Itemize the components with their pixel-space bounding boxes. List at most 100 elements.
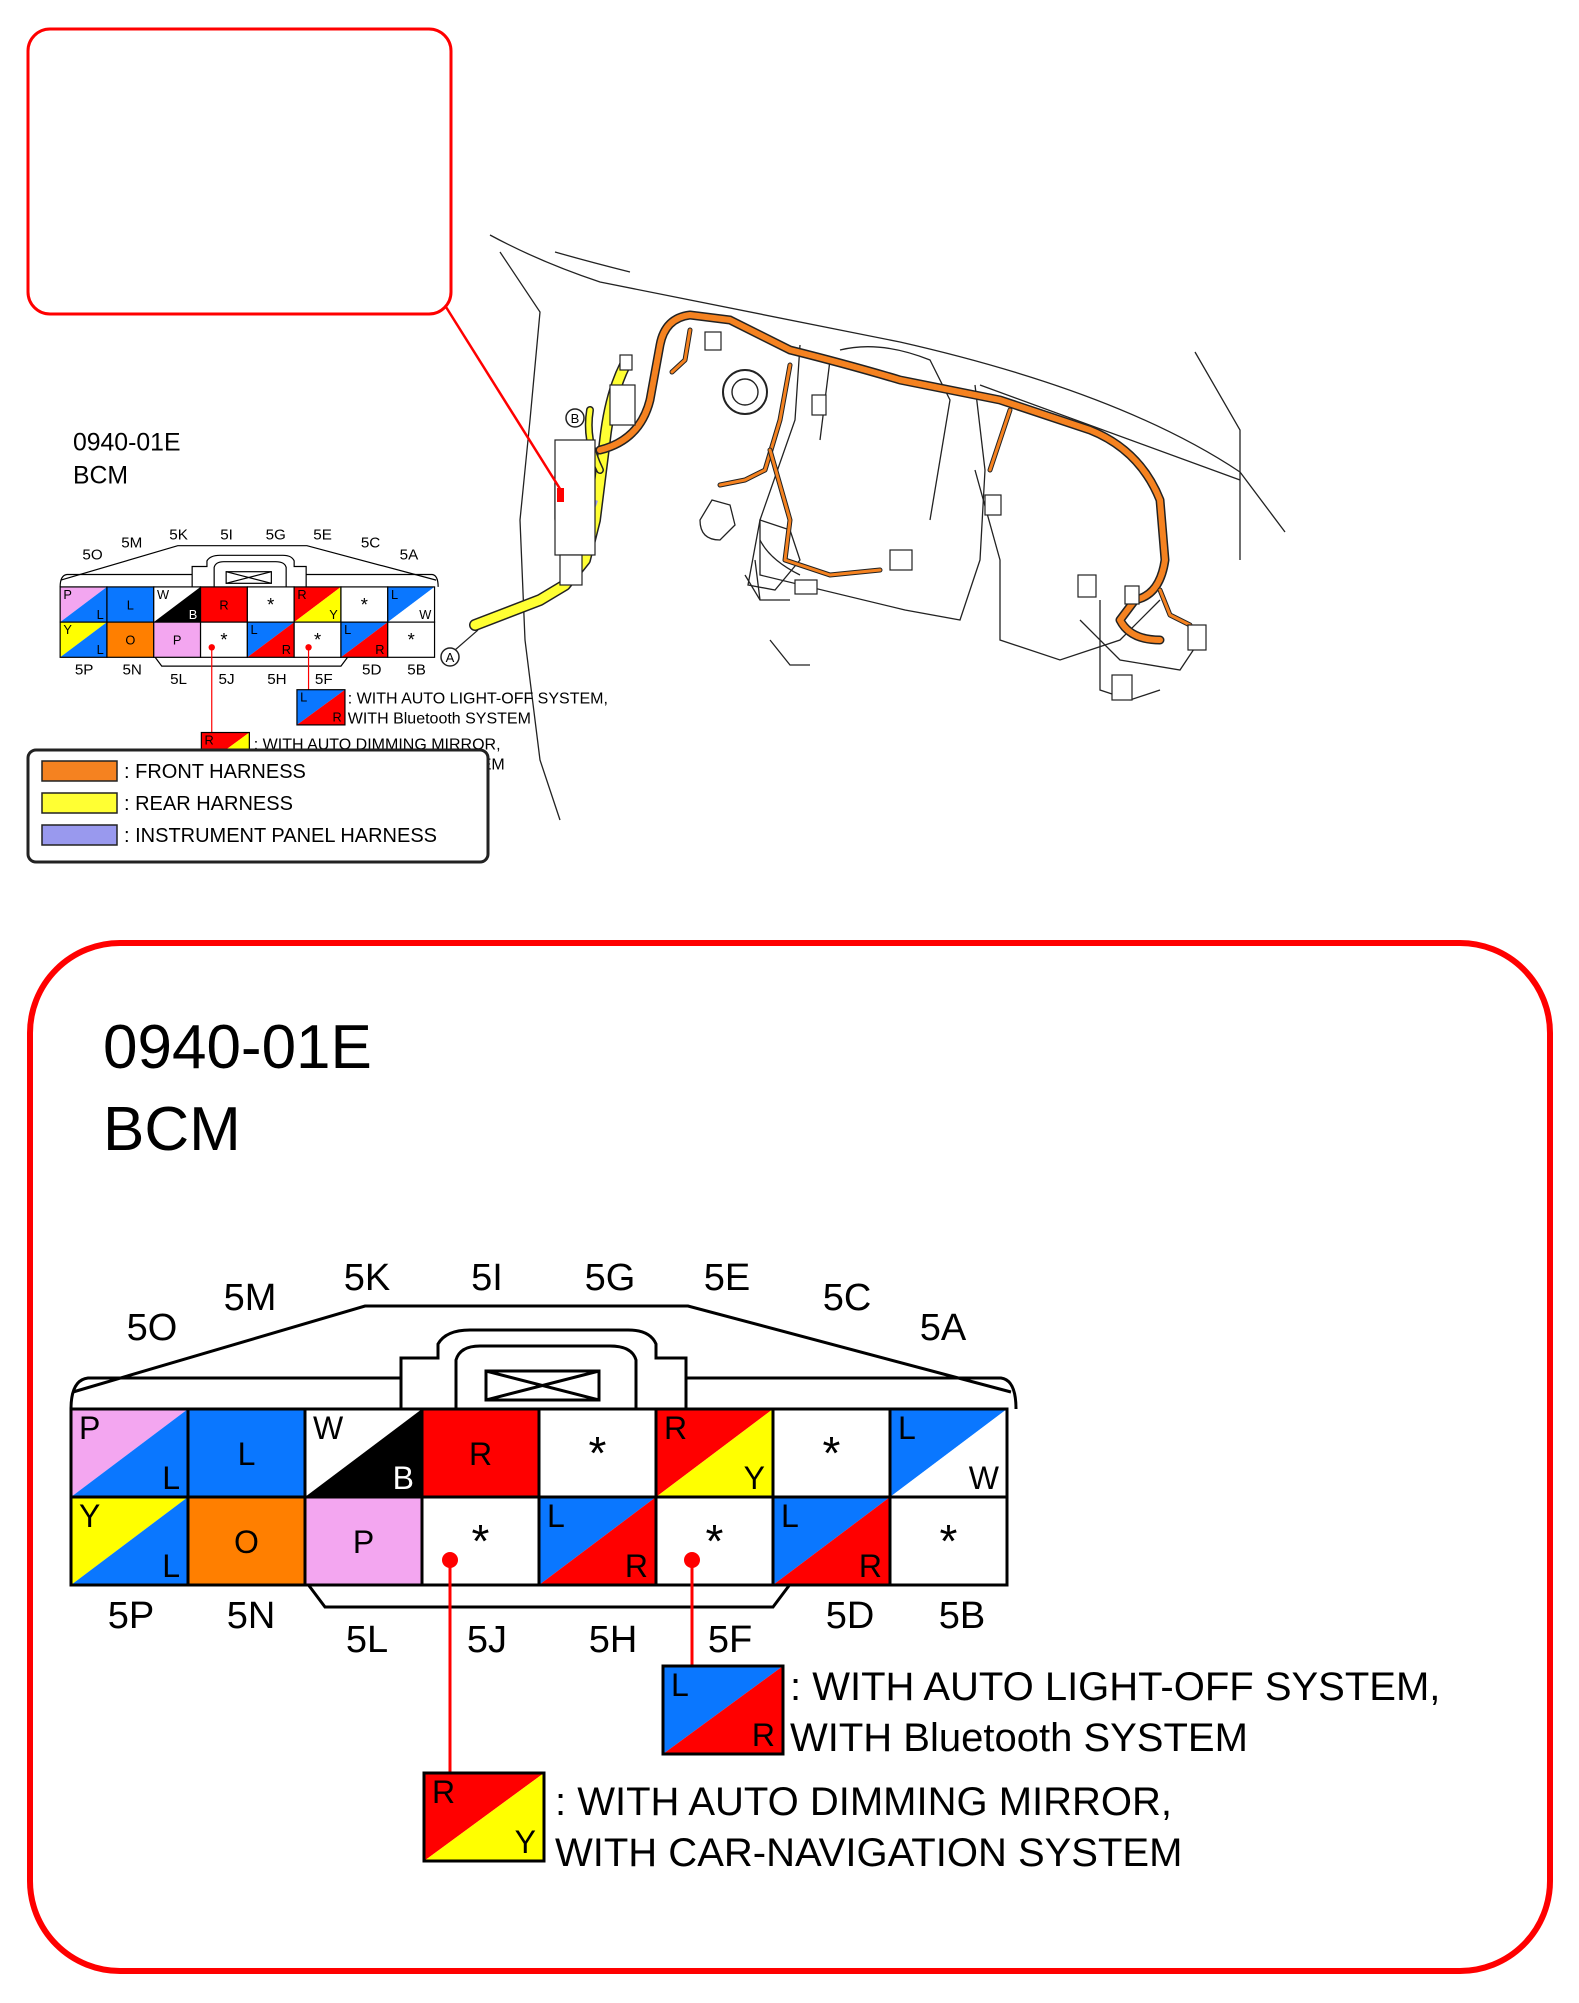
pin-5K: WB [303, 1407, 424, 1499]
wire-color-code-primary: L [671, 1667, 689, 1703]
wire-color-code: P [173, 633, 182, 648]
variant-note-line2: WITH Bluetooth SYSTEM [348, 711, 531, 728]
unused-pin-asterisk: * [706, 1515, 724, 1567]
wire-color-code-primary: R [205, 733, 214, 748]
wire-color-code-stripe: W [969, 1460, 1000, 1496]
pin-5P: YL [59, 621, 108, 658]
pin-label-5O: 5O [127, 1307, 178, 1349]
pin-5E: RY [293, 586, 342, 623]
variant-note-line1: : WITH AUTO LIGHT-OFF SYSTEM, [348, 690, 608, 707]
marker-a-circle [440, 647, 460, 667]
wire-color-code-stripe: B [189, 607, 198, 622]
grommet [722, 369, 768, 415]
wire-color-code-stripe: W [419, 607, 432, 622]
pin-label-5E: 5E [313, 526, 332, 543]
rear-harness-route [469, 359, 631, 631]
pin-5F: * [654, 1495, 775, 1587]
pin-label-5C: 5C [361, 534, 380, 551]
pin-5D: LR [340, 621, 389, 658]
pin-label-5K: 5K [169, 526, 188, 543]
unused-pin-asterisk: * [361, 594, 368, 615]
pin-label-5B: 5B [939, 1595, 985, 1637]
pin-label-5H: 5H [589, 1619, 638, 1661]
wire-color-code-stripe: R [333, 710, 342, 725]
wire-color-code-primary: L [898, 1410, 916, 1446]
variant-note-5F: LR: WITH AUTO LIGHT-OFF SYSTEM,WITH Blue… [296, 644, 608, 728]
marker-b-circle [565, 408, 585, 428]
wire-color-code-primary: R [664, 1410, 687, 1446]
connector-code-title: 0940-01E [73, 430, 181, 457]
variant-swatch-5F: LR [296, 689, 346, 726]
pin-label-5E: 5E [704, 1257, 750, 1299]
wire-color-code: O [234, 1524, 259, 1560]
pin-label-5M: 5M [224, 1277, 277, 1319]
pin-label-5J: 5J [219, 671, 235, 688]
unused-pin-asterisk: * [267, 594, 274, 615]
pin-label-5N: 5N [122, 662, 141, 679]
wire-color-code-primary: Y [63, 622, 72, 637]
variant-note-line1: : WITH AUTO LIGHT-OFF SYSTEM, [790, 1665, 1440, 1709]
wire-color-code: R [469, 1436, 492, 1472]
bcm-location-marker [557, 488, 564, 502]
pin-5N: O [106, 621, 155, 658]
wire-color-code-primary: L [781, 1498, 799, 1534]
marker-b-label: B [571, 411, 580, 426]
wire-color-code: L [127, 597, 134, 612]
legend-swatch [41, 760, 118, 782]
pin-5J: * [199, 621, 248, 658]
wire-color-code-primary: W [313, 1410, 344, 1446]
pin-label-5A: 5A [400, 546, 419, 563]
harness-routing-illustration: A B [440, 234, 1286, 821]
pin-label-5K: 5K [344, 1257, 390, 1299]
wire-color-code-stripe: Y [744, 1460, 765, 1496]
pin-5F: * [293, 621, 342, 658]
wire-color-code-stripe: R [859, 1548, 882, 1584]
wire-color-code-primary: L [547, 1498, 565, 1534]
connector-code-title: 0940-01E [103, 1013, 372, 1082]
pin-label-5G: 5G [266, 526, 286, 543]
wire-color-code-primary: L [344, 622, 351, 637]
wire-color-code-stripe: R [625, 1548, 648, 1584]
marker-a-label: A [446, 650, 455, 665]
pin-label-5P: 5P [75, 662, 94, 679]
housing-top-edge [72, 1304, 1012, 1394]
pin-5N: O [186, 1495, 307, 1587]
wire-color-code: O [125, 633, 135, 648]
pin-label-5D: 5D [362, 662, 381, 679]
legend-label: : FRONT HARNESS [124, 761, 306, 783]
unused-pin-asterisk: * [823, 1427, 841, 1479]
pin-5M: L [106, 586, 155, 623]
pin-label-5N: 5N [227, 1595, 276, 1637]
variant-swatch-5F: LR [661, 1664, 785, 1756]
wire-color-code-primary: P [79, 1410, 100, 1446]
pin-label-5M: 5M [121, 534, 142, 551]
wire-color-code-primary: L [300, 690, 307, 705]
pin-label-5I: 5I [220, 526, 233, 543]
pin-label-5D: 5D [826, 1595, 875, 1637]
pin-5D: LR [771, 1495, 892, 1587]
pin-5M: L [186, 1407, 307, 1499]
unused-pin-asterisk: * [220, 629, 227, 650]
pin-label-5O: 5O [82, 546, 102, 563]
unused-pin-asterisk: * [472, 1515, 490, 1567]
variant-note-5F: LR: WITH AUTO LIGHT-OFF SYSTEM,WITH Blue… [661, 1552, 1440, 1760]
legend-swatch [41, 824, 118, 846]
variant-note-line1: : WITH AUTO DIMMING MIRROR, [555, 1780, 1172, 1824]
pin-label-5F: 5F [315, 671, 333, 688]
wire-color-code-primary: L [251, 622, 258, 637]
pin-5O: PL [59, 586, 108, 623]
pin-5B: * [888, 1495, 1009, 1587]
wire-color-code-primary: R [432, 1774, 455, 1810]
wire-color-code-primary: Y [79, 1498, 100, 1534]
pin-5I: R [199, 586, 248, 623]
unused-pin-asterisk: * [314, 629, 321, 650]
connector-name-title: BCM [73, 462, 128, 489]
pin-5J: * [420, 1495, 541, 1587]
pin-5G: * [537, 1407, 658, 1499]
pin-label-5A: 5A [920, 1307, 967, 1349]
wire-color-code: R [219, 597, 228, 612]
legend-swatch [41, 792, 118, 814]
